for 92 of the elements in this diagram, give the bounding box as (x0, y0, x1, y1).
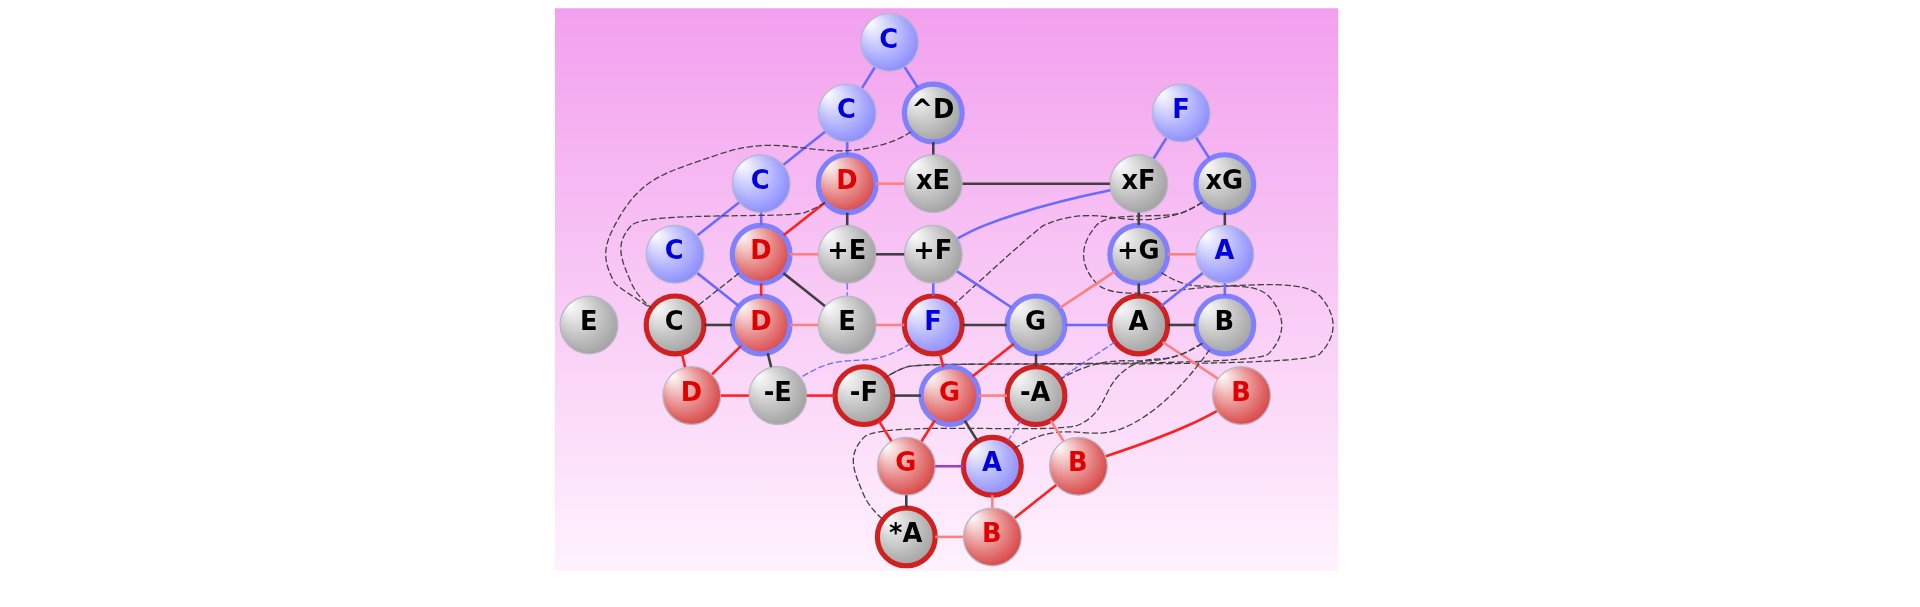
connector (696, 201, 740, 237)
connector (806, 394, 835, 397)
connector (1159, 272, 1203, 307)
connector (931, 283, 935, 296)
connector (955, 270, 1013, 310)
node-circle: G (918, 364, 981, 428)
node-circle: *A (874, 505, 938, 569)
connector (885, 201, 1282, 378)
connector (962, 323, 1007, 327)
node-circle: A (1106, 293, 1170, 357)
node-circle: F (1151, 83, 1211, 143)
connector (1058, 341, 1116, 380)
connector (789, 253, 818, 256)
node-circle: D (661, 366, 721, 426)
node-circle: B (1211, 366, 1271, 426)
node-circle: A (1194, 224, 1254, 284)
connector (789, 323, 818, 327)
node-circle: xF (1108, 154, 1168, 214)
connector (619, 201, 826, 309)
connector (953, 201, 1203, 305)
connector (971, 342, 1015, 378)
node-circle: G (876, 436, 936, 496)
node-circle: +E (817, 224, 877, 284)
connector (931, 142, 935, 155)
node-circle: C (817, 83, 877, 143)
connector (1006, 419, 1022, 442)
connector (875, 253, 904, 256)
connector (799, 342, 911, 379)
node-circle: C (643, 293, 707, 357)
connector (875, 323, 904, 327)
node-circle: C (731, 154, 791, 214)
node-circle: E (559, 295, 619, 355)
connector (1167, 253, 1196, 256)
connector (963, 420, 979, 442)
node-circle: D (815, 152, 879, 216)
connector (852, 342, 1202, 520)
connector (1105, 410, 1217, 458)
connector (904, 495, 908, 508)
node-circle: F (901, 293, 965, 357)
connector (990, 495, 994, 508)
connector (710, 345, 742, 376)
connector (934, 535, 963, 539)
node-circle: -E (747, 366, 807, 426)
node-circle: -A (1004, 364, 1067, 428)
node-circle: xE (903, 154, 963, 214)
connector (782, 130, 826, 166)
node-circle: +G (1106, 222, 1170, 286)
connector (679, 352, 686, 368)
connector (1194, 137, 1211, 160)
connector (956, 189, 1111, 240)
node-circle: C (859, 12, 919, 72)
connector (1167, 323, 1196, 327)
connector (846, 282, 848, 297)
connector (720, 394, 749, 397)
connector (1064, 323, 1109, 327)
connector (903, 66, 919, 89)
connector (1137, 283, 1140, 296)
node-circle: ^D (901, 81, 965, 145)
node-circle: -F (831, 364, 895, 428)
node-circle: B (1192, 293, 1256, 357)
connector (1058, 270, 1116, 310)
node-circle: B (962, 507, 1022, 567)
connector (875, 182, 904, 185)
connector (1049, 420, 1065, 442)
connector (766, 352, 772, 368)
connector (1152, 137, 1167, 160)
node-circle: G (1004, 293, 1067, 357)
connector (1013, 484, 1057, 519)
connector (782, 272, 826, 307)
node-circle: D (729, 222, 793, 286)
node-circle: B (1048, 436, 1108, 496)
connector (885, 272, 1334, 378)
connector (892, 394, 921, 397)
node-circle: C (645, 224, 705, 284)
node-circle: xG (1192, 152, 1256, 216)
connector (938, 352, 945, 368)
connector (1161, 340, 1219, 380)
connector (877, 420, 892, 442)
connector (934, 464, 963, 468)
node-circle: E (817, 295, 877, 355)
connector (782, 201, 826, 237)
connector (962, 182, 1110, 185)
node-circle: A (960, 434, 1024, 498)
connector (604, 131, 912, 309)
connector (978, 394, 1007, 397)
connector (1013, 349, 1210, 449)
connector (919, 419, 936, 442)
node-circle: +F (903, 224, 963, 284)
node-circle: D (729, 293, 793, 357)
connector (703, 323, 732, 327)
connector (1059, 342, 1203, 380)
connector (860, 66, 876, 89)
